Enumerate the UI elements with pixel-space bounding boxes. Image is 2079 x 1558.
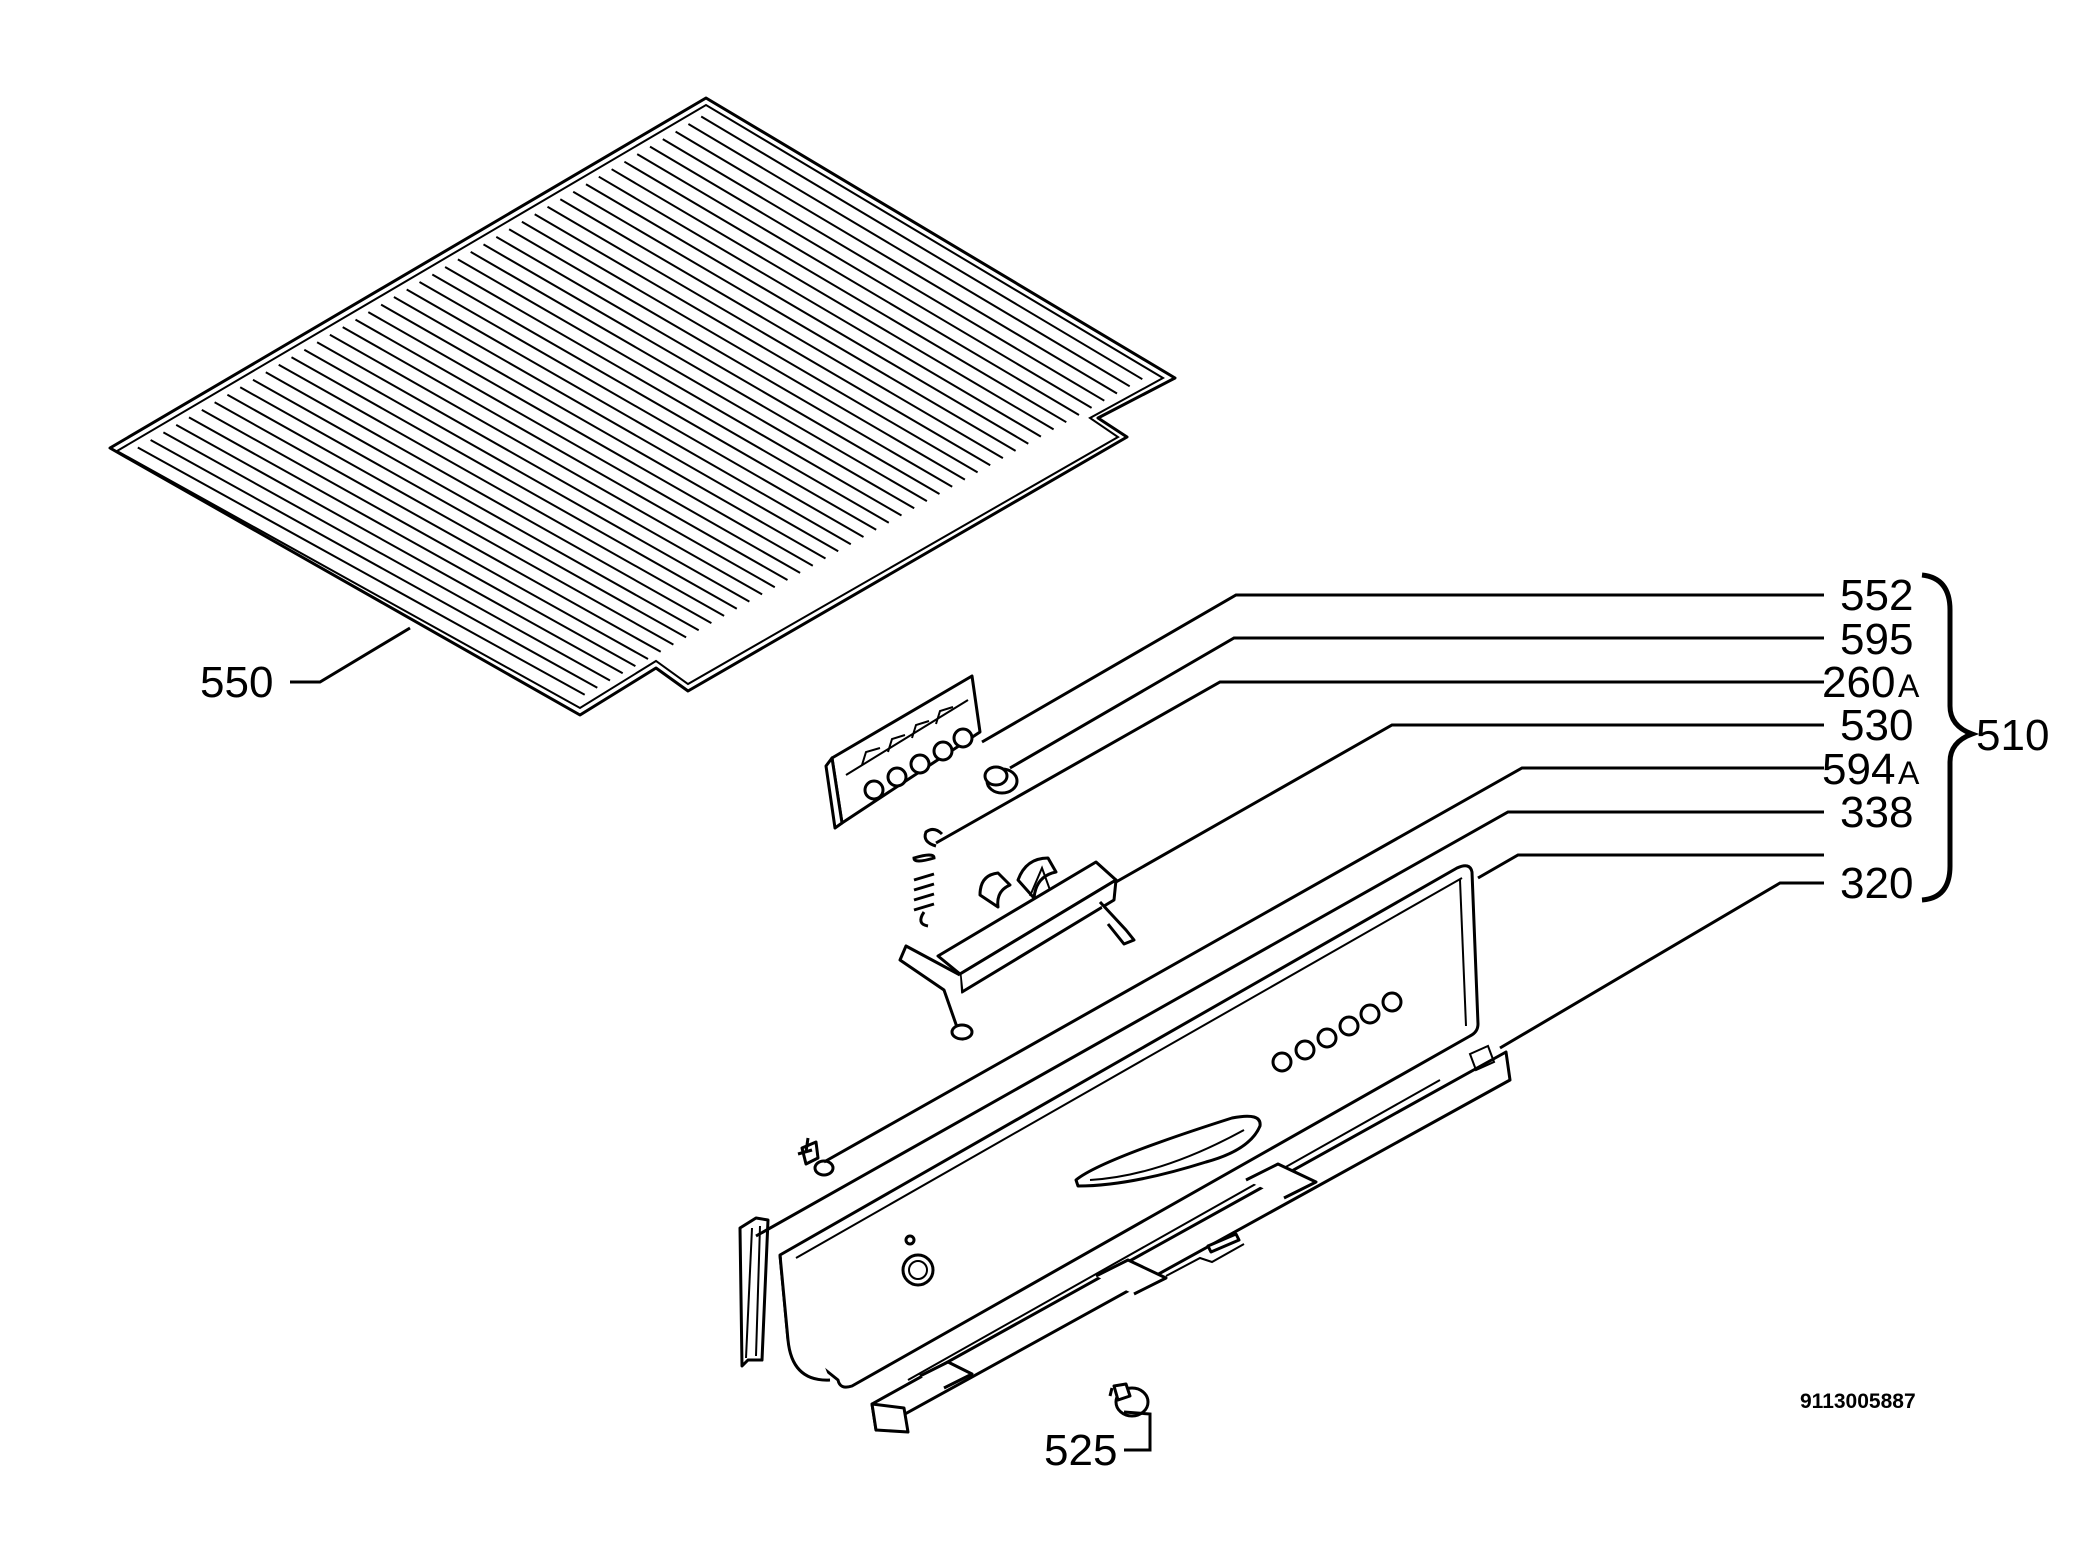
panel-rib <box>662 138 1105 402</box>
label-594-suffix: A <box>1898 755 1920 791</box>
panel-rib <box>380 303 826 560</box>
panel-rib <box>444 266 890 524</box>
panel-rib <box>675 130 1118 395</box>
panel-rib <box>393 296 839 553</box>
label-594: 594 <box>1822 745 1895 794</box>
panel-rib <box>201 409 649 660</box>
document-number: 9113005887 <box>1800 1390 1916 1413</box>
panel-rib <box>482 243 928 502</box>
panel-rib <box>457 258 902 517</box>
panel-rib <box>559 198 1004 459</box>
label-552: 552 <box>1840 571 1913 620</box>
panel-rib <box>508 228 953 488</box>
label-525: 525 <box>1044 1426 1117 1475</box>
panel-rib <box>214 401 662 653</box>
panel-rib <box>137 446 586 696</box>
panel-rib <box>278 363 725 617</box>
insulation-panel-550 <box>108 96 1177 717</box>
cap-595 <box>983 765 1019 795</box>
label-320: 320 <box>1840 859 1913 908</box>
panel-rib <box>534 213 979 474</box>
knob-525 <box>1108 1382 1150 1418</box>
panel-rib <box>175 424 624 675</box>
label-260: 260 <box>1822 658 1895 707</box>
panel-rib <box>355 318 801 574</box>
label-260-suffix: A <box>1898 668 1920 704</box>
trim-strip-320 <box>870 1044 1512 1434</box>
door-lock-530 <box>898 856 1136 1041</box>
spring-260a <box>912 827 944 928</box>
panel-rib <box>585 183 1029 445</box>
panel-rib <box>239 386 687 639</box>
panel-rib <box>700 115 1143 381</box>
panel-rib <box>546 205 991 467</box>
panel-rib <box>188 416 636 667</box>
pin-594a <box>797 1137 835 1177</box>
panel-rib <box>150 439 598 689</box>
panel-ribs <box>137 115 1143 696</box>
panel-rib <box>623 160 1067 424</box>
label-510: 510 <box>1976 711 2049 760</box>
panel-rib <box>431 273 877 531</box>
panel-rib <box>495 236 941 495</box>
label-338: 338 <box>1840 788 1913 837</box>
label-550: 550 <box>200 658 273 707</box>
panel-rib <box>598 175 1042 438</box>
panel-rib <box>419 281 864 538</box>
leader-lines <box>290 593 1824 1452</box>
group-brace-510 <box>1921 572 1980 903</box>
panel-rib <box>406 288 852 546</box>
panel-rib <box>316 341 763 596</box>
panel-rib <box>265 371 712 624</box>
panel-rib <box>329 333 776 589</box>
panel-rib <box>649 145 1093 409</box>
panel-rib <box>687 123 1131 388</box>
panel-rib <box>636 153 1080 416</box>
seal-strip-338 <box>738 1216 770 1368</box>
panel-rib <box>572 190 1017 452</box>
panel-rib <box>611 168 1055 431</box>
panel-rib <box>470 251 915 510</box>
panel-rib <box>303 348 750 603</box>
panel-rib <box>162 431 611 682</box>
control-panel-510 <box>778 864 1480 1389</box>
panel-rib <box>342 326 788 581</box>
panel-rib <box>367 311 814 567</box>
panel-rib <box>521 220 966 481</box>
switch-block-552 <box>824 674 982 830</box>
panel-rib <box>291 356 738 610</box>
label-530: 530 <box>1840 701 1913 750</box>
label-595: 595 <box>1840 615 1913 664</box>
panel-rib <box>252 378 700 632</box>
panel-rib <box>226 393 674 646</box>
